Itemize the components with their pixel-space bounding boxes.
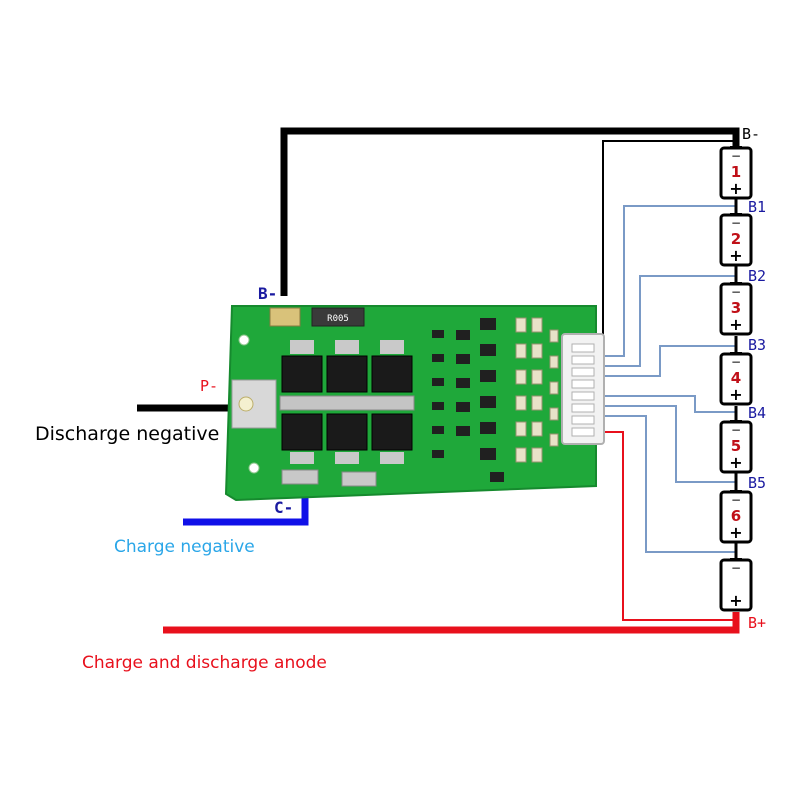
- battery-cells: −1+−2+−3+−4+−5+−6+−+: [719, 146, 753, 612]
- battery-cell: −+: [719, 558, 753, 612]
- balance-wire-b6: [604, 415, 736, 553]
- b-minus-sense-wire: [602, 140, 736, 346]
- board-b-minus-label: B-: [258, 284, 277, 303]
- battery-cell-number: 2: [731, 230, 741, 248]
- battery-cell-plus-sign: +: [729, 453, 742, 472]
- battery-cell-number: 3: [731, 299, 741, 317]
- battery-cell-number: 1: [731, 163, 741, 181]
- balance-wire-b5: [604, 405, 736, 483]
- battery-cell-plus-sign: +: [729, 591, 742, 610]
- battery-cell-body: [719, 146, 753, 200]
- charge-discharge-anode-wire: [163, 612, 740, 634]
- battery-cell: −3+: [719, 282, 753, 336]
- mounting-holes: [238, 334, 260, 474]
- c-minus-label: C-: [274, 498, 293, 517]
- terminal-labels: B- B1 B2 B3 B4 B5 B+: [742, 125, 766, 632]
- battery-cell-minus-sign: −: [731, 493, 741, 507]
- balance-wire-b3: [604, 345, 736, 377]
- battery-cell-minus-sign: −: [731, 561, 741, 575]
- balance-wire-b4: [604, 395, 736, 413]
- b-plus-sense-wire: [604, 431, 736, 621]
- battery-cell-plus-sign: +: [729, 385, 742, 404]
- battery-cell-minus-sign: −: [731, 355, 741, 369]
- battery-cell-body: [719, 420, 753, 474]
- battery-cell-body: [719, 213, 753, 267]
- discharge-negative-label: Discharge negative: [35, 423, 219, 445]
- small-components: [432, 318, 504, 482]
- terminal-label-b3: B3: [748, 336, 766, 354]
- battery-cell-body: [719, 282, 753, 336]
- resistor-array: [515, 317, 559, 463]
- charge-negative-label: Charge negative: [114, 537, 255, 557]
- battery-cell-body: [719, 490, 753, 544]
- battery-cell: −4+: [719, 352, 753, 406]
- battery-cell: −5+: [719, 420, 753, 474]
- battery-cell-number: 6: [731, 507, 741, 525]
- mosfet-tabs: [290, 340, 404, 464]
- aux-pad: [341, 471, 377, 487]
- terminal-label-b2: B2: [748, 267, 766, 285]
- battery-cell-number: 4: [731, 369, 741, 387]
- battery-cell-body: [719, 352, 753, 406]
- battery-cell-plus-sign: +: [729, 246, 742, 265]
- shunt-resistor: [311, 307, 365, 327]
- battery-cell-number: 5: [731, 437, 741, 455]
- b-minus-main-wire: [280, 127, 740, 296]
- terminal-label-b-minus: B-: [742, 125, 760, 143]
- led-indicator: [238, 396, 254, 412]
- balance-wire-b1: [604, 205, 736, 357]
- shunt-resistor-text: R005: [327, 314, 349, 324]
- battery-cell-minus-sign: −: [731, 216, 741, 230]
- battery-cell-minus-sign: −: [731, 149, 741, 163]
- busbar-strip: [279, 395, 415, 411]
- battery-cell-minus-sign: −: [731, 423, 741, 437]
- p-minus-label: P-: [200, 377, 218, 395]
- battery-cell: −2+: [719, 213, 753, 267]
- charge-negative-wire: [183, 488, 309, 526]
- terminal-label-b4: B4: [748, 404, 766, 422]
- battery-cell-minus-sign: −: [731, 285, 741, 299]
- bms-pcb-board: R005: [224, 305, 605, 502]
- battery-cell: −1+: [719, 146, 753, 200]
- balance-connector-pins: [571, 343, 595, 437]
- c-minus-pad: [281, 469, 319, 485]
- charge-discharge-anode-label: Charge and discharge anode: [82, 653, 327, 673]
- battery-cell-plus-sign: +: [729, 179, 742, 198]
- b-minus-pad: [269, 307, 301, 327]
- terminal-label-b-plus: B+: [748, 614, 766, 632]
- battery-cell-body: [719, 558, 753, 612]
- balance-wires: [604, 205, 736, 553]
- terminal-label-b1: B1: [748, 198, 766, 216]
- battery-cell-plus-sign: +: [729, 523, 742, 542]
- terminal-label-b5: B5: [748, 474, 766, 492]
- mosfets: [281, 355, 413, 451]
- battery-cell: −6+: [719, 490, 753, 544]
- battery-cell-plus-sign: +: [729, 315, 742, 334]
- balance-wire-b2: [604, 275, 736, 367]
